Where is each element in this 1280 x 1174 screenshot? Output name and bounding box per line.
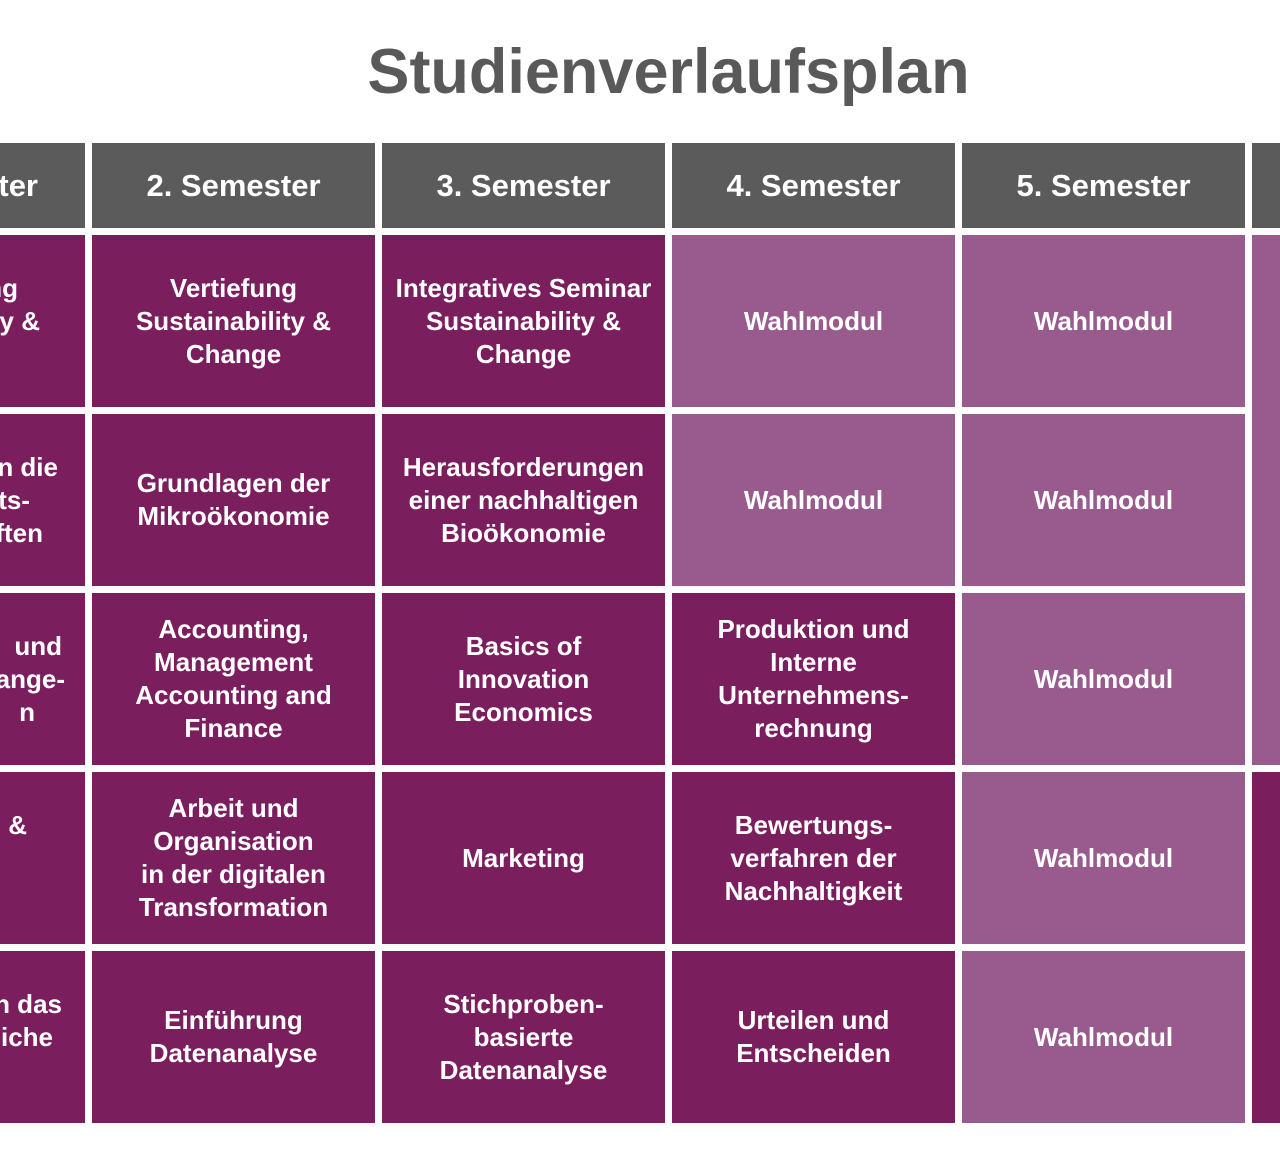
header-sem4: 4. Semester <box>672 143 955 228</box>
page-title: Studienverlaufsplan <box>367 37 970 107</box>
cell-sem1-row1: Einführung Sustainability & <box>0 235 85 407</box>
header-sem5: 5. Semester <box>962 143 1245 228</box>
semester-table: 1. Semester 2. Semester 3. Semester 4. S… <box>0 143 1280 1123</box>
cell-sem3-row2: Herausforderungen einer nachhaltigen Bio… <box>382 414 665 586</box>
header-sem1-label: 1. Semester <box>0 167 38 203</box>
cell-sem5-row4: Wahlmodul <box>962 772 1245 944</box>
cell-sem1-row2: Einführung in die Wirtschafts- wissensch… <box>0 414 85 586</box>
cell-sem3-row3: Basics of Innovation Economics <box>382 593 665 765</box>
cell-sem3-row1: Integratives Seminar Sustainability & Ch… <box>382 235 665 407</box>
cell-sem2-row2: Grundlagen der Mikroökonomie <box>92 414 375 586</box>
cell-sem2-row3: Accounting, Management Accounting and Fi… <box>92 593 375 765</box>
cell-sem1-row4: & <box>0 772 85 944</box>
cell-sem4-row3: Produktion und Interne Unternehmens- rec… <box>672 593 955 765</box>
cell-sem3-row4: Marketing <box>382 772 665 944</box>
cell-sem5-row2: Wahlmodul <box>962 414 1245 586</box>
cell-sem5-row1: Wahlmodul <box>962 235 1245 407</box>
cell-sem3-row5: Stichproben- basierte Datenanalyse <box>382 951 665 1123</box>
cell-sem5-row5: Wahlmodul <box>962 951 1245 1123</box>
cell-sem4-row1: Wahlmodul <box>672 235 955 407</box>
cell-sem6-upper-merged <box>1252 235 1280 765</box>
cell-sem4-row4: Bewertungs- verfahren der Nachhaltigkeit <box>672 772 955 944</box>
header-sem3: 3. Semester <box>382 143 665 228</box>
cell-sem5-row3: Wahlmodul <box>962 593 1245 765</box>
cell-sem2-row1: Vertiefung Sustainability & Change <box>92 235 375 407</box>
cell-sem4-row5: Urteilen und Entscheiden <box>672 951 955 1123</box>
cell-sem2-row4: Arbeit und Organisation in der digitalen… <box>92 772 375 944</box>
cell-sem1-row5: Einführung in das wissenschaftliche <box>0 951 85 1123</box>
cell-sem6-lower-merged <box>1252 772 1280 1123</box>
cell-sem1-row3: und ange- n <box>0 593 85 765</box>
cell-sem4-row2: Wahlmodul <box>672 414 955 586</box>
header-sem6 <box>1252 143 1280 228</box>
cell-sem2-row5: Einführung Datenanalyse <box>92 951 375 1123</box>
header-sem2: 2. Semester <box>92 143 375 228</box>
header-sem1: 1. Semester <box>0 143 85 228</box>
